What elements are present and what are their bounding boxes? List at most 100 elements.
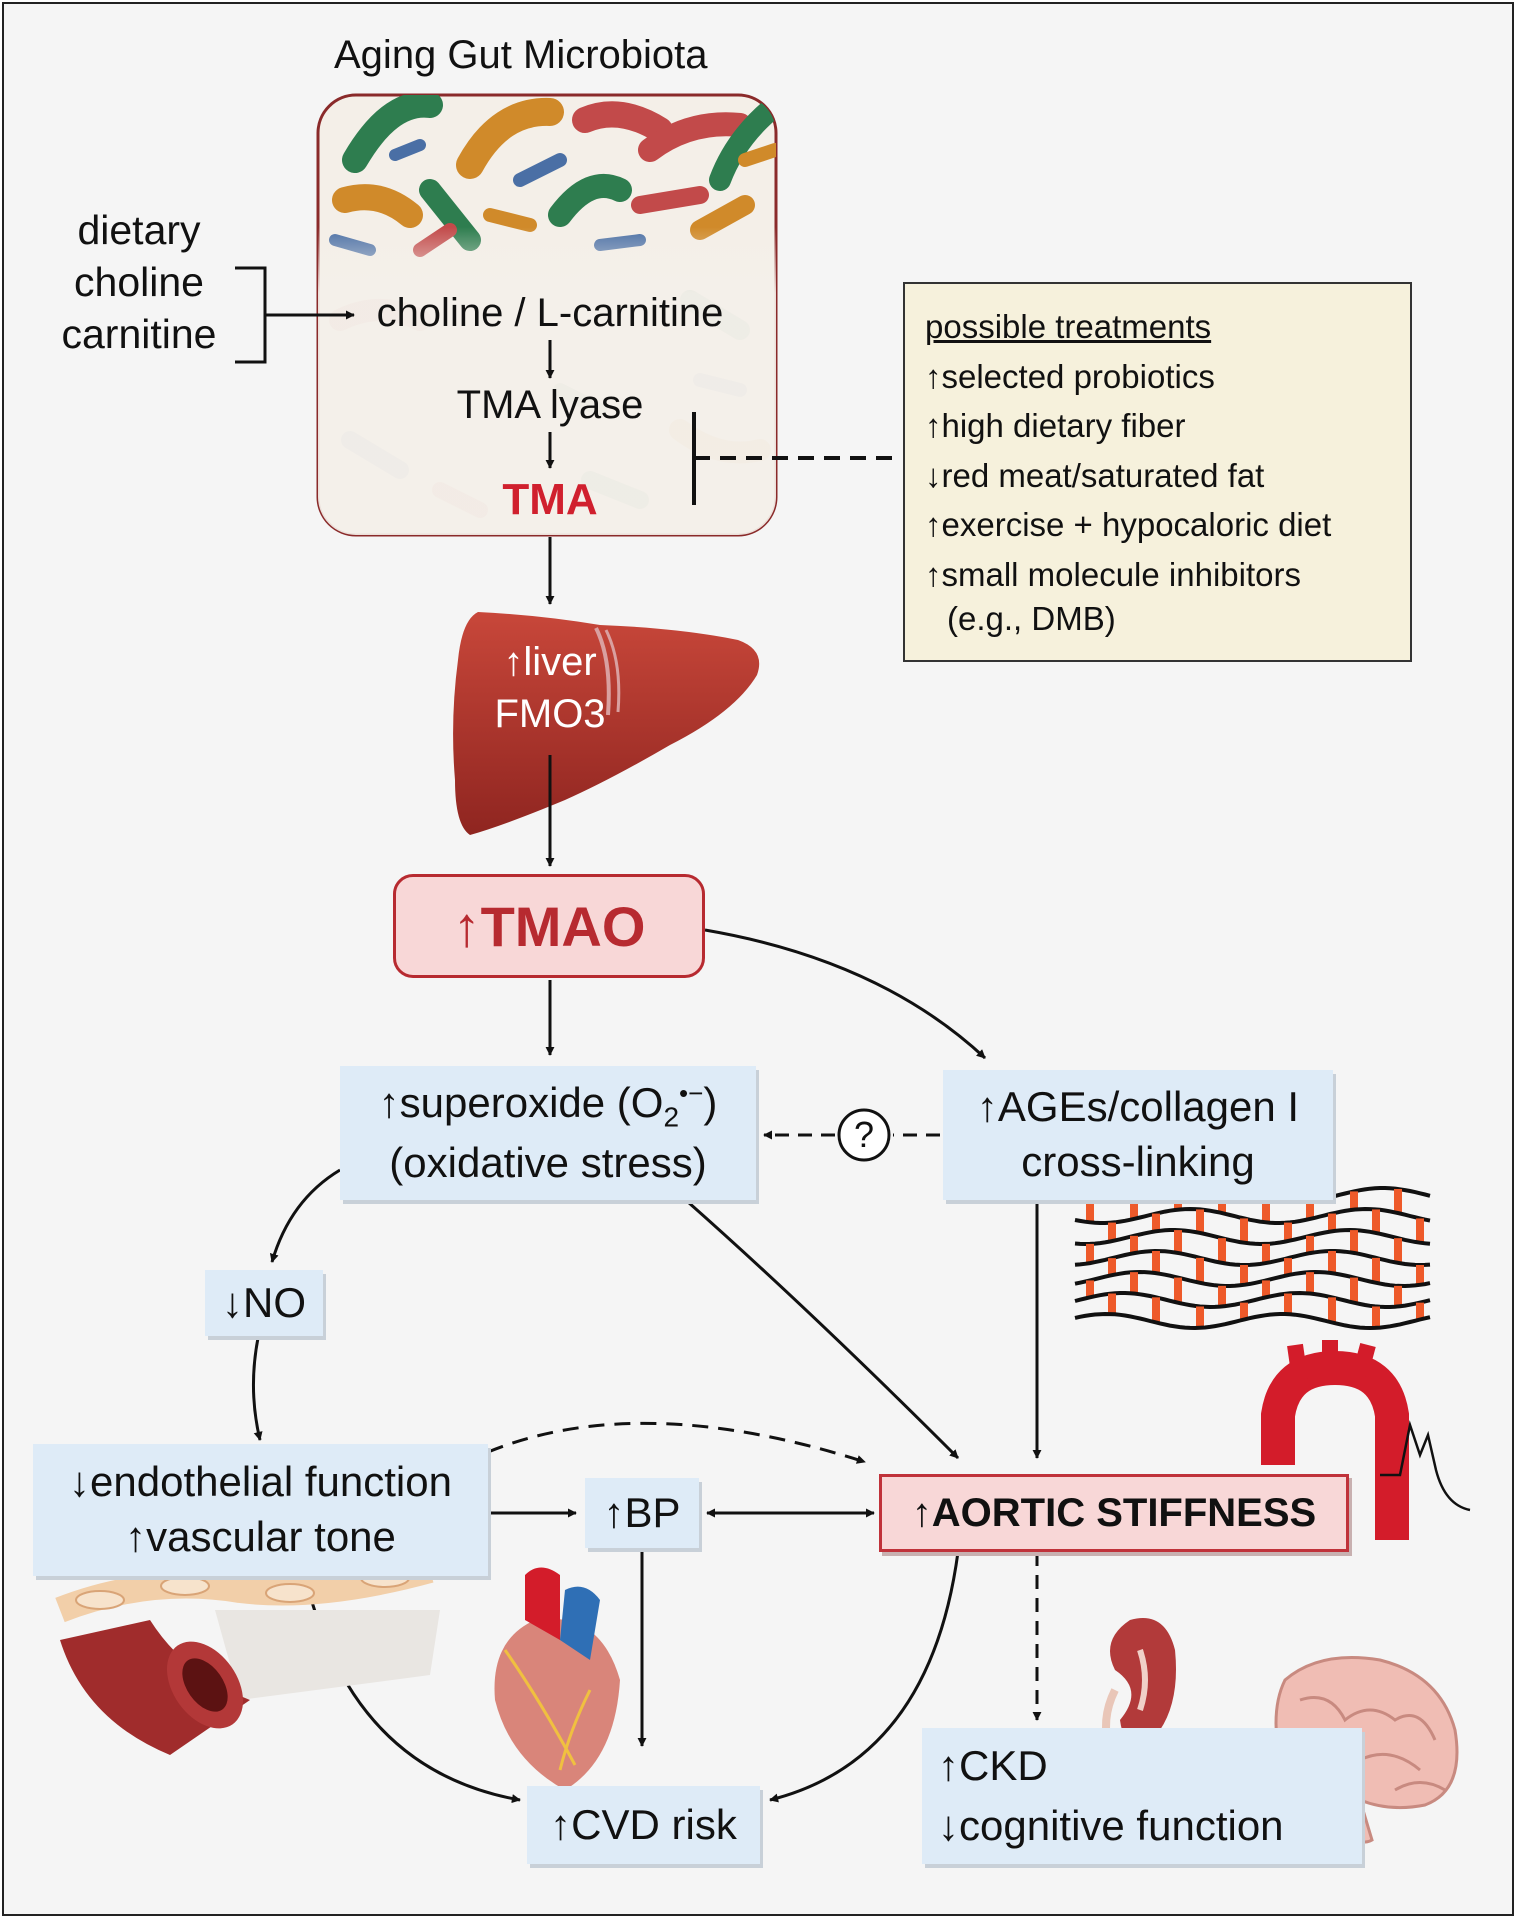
question-circle (837, 1108, 891, 1162)
collagen-crosslink-illustration (1074, 1186, 1431, 1331)
gut-microbiota-box (316, 93, 778, 537)
crosslink-mark (1350, 1277, 1358, 1303)
diet-line-choline: choline (74, 259, 204, 305)
crosslink-mark (1218, 1285, 1226, 1307)
collagen-fiber (1074, 1290, 1431, 1310)
up-arrow-icon: ↑ (976, 1083, 998, 1131)
crosslink-mark (1218, 1238, 1226, 1263)
crosslink-mark (1350, 1191, 1358, 1210)
crosslink-mark (1306, 1235, 1314, 1254)
endothelial-to-cvd-arrow (303, 1574, 521, 1804)
cvd-risk-box: ↑CVD risk (527, 1786, 760, 1864)
up-arrow-icon: ↑ (925, 407, 942, 444)
treatment-probiotics: ↑selected probiotics (925, 357, 1215, 395)
up-arrow-icon: ↑ (550, 1800, 572, 1848)
down-arrow-icon: ↓ (69, 1458, 91, 1506)
down-arrow-icon: ↓ (925, 456, 942, 494)
crosslink-mark (1130, 1235, 1138, 1254)
up-arrow-icon: ↑ (925, 506, 942, 543)
aortic-stiffness-box: ↑AORTIC STIFFNESS (879, 1474, 1349, 1552)
up-arrow-icon: ↑ (925, 555, 942, 593)
crosslink-mark (1196, 1257, 1204, 1283)
up-arrow-icon: ↑ (938, 1742, 959, 1789)
crosslink-mark (1174, 1277, 1182, 1303)
crosslink-mark (1240, 1218, 1248, 1243)
crosslink-mark (1240, 1264, 1248, 1285)
pulse-waveform (1380, 1420, 1471, 1512)
crosslink-mark (1152, 1213, 1160, 1232)
crosslink-mark (1394, 1285, 1402, 1307)
crosslink-mark (1240, 1302, 1248, 1320)
collagen-fiber (1074, 1311, 1431, 1331)
up-arrow-icon: ↑ (603, 1488, 625, 1536)
crosslink-mark (1108, 1222, 1116, 1242)
aortic-to-cvd-arrow (769, 1551, 960, 1803)
crosslink-mark (1196, 1209, 1204, 1233)
treatment-example: (e.g., DMB) (947, 600, 1116, 637)
up-arrow-icon: ↑ (911, 1490, 932, 1535)
crosslink-mark (1416, 1264, 1424, 1285)
crosslink-mark (1328, 1251, 1336, 1274)
liver-illustration (453, 612, 760, 835)
crosslink-mark (1086, 1280, 1094, 1298)
treatment-fiber: ↑high dietary fiber (925, 407, 1186, 444)
heart-illustration (494, 1567, 620, 1790)
treatment-inhibitors: ↑small molecule inhibitors (925, 555, 1301, 593)
crosslink-mark (1284, 1258, 1292, 1276)
crosslink-mark (1262, 1198, 1270, 1223)
diet-bracket (235, 266, 267, 364)
crosslink-mark (1350, 1230, 1358, 1253)
up-arrow-icon: ↑ (125, 1513, 147, 1560)
crosslink-mark (1262, 1280, 1270, 1298)
dietary-inputs-label: dietary choline carnitine (44, 204, 234, 360)
tmao-to-ages-arrow (704, 928, 987, 1060)
crosslink-mark (1394, 1188, 1402, 1214)
crosslink-mark (1306, 1201, 1314, 1219)
crosslink-mark (1218, 1188, 1226, 1214)
crosslink-mark (1108, 1293, 1116, 1315)
diet-line-dietary: dietary (77, 207, 201, 253)
crosslink-mark (1416, 1302, 1424, 1320)
crosslink-mark (1372, 1209, 1380, 1233)
tma-lyase-label: TMA lyase (456, 383, 644, 427)
crosslink-mark (1152, 1251, 1160, 1274)
crosslink-mark (1328, 1297, 1336, 1323)
crosslink-mark (1086, 1243, 1094, 1264)
collagen-fiber (1074, 1206, 1431, 1225)
endothelial-box: ↓endothelial function ↑vascular tone (33, 1444, 488, 1576)
ckd-cognitive-box: ↑CKD ↓cognitive function (922, 1728, 1362, 1864)
up-arrow-icon: ↑ (378, 1078, 400, 1126)
crosslink-mark (1284, 1293, 1292, 1315)
crosslink-mark (1262, 1243, 1270, 1264)
crosslink-mark (1328, 1213, 1336, 1232)
aorta-illustration (1261, 1340, 1409, 1540)
liver-fmo3-label: ↑liver FMO3 (494, 640, 606, 736)
crosslink-mark (1196, 1306, 1204, 1328)
superoxide-to-aortic-arrow (687, 1200, 960, 1460)
up-arrow-icon: ↑ (503, 640, 524, 684)
treatments-header: possible treatments (925, 308, 1212, 345)
crosslink-mark (1306, 1272, 1314, 1294)
bp-box: ↑BP (585, 1478, 699, 1548)
collagen-fiber (1074, 1248, 1431, 1268)
tmao-box: ↑TMAO (393, 874, 705, 978)
no-box: ↓NO (205, 1270, 323, 1336)
tma-label: TMA (502, 475, 598, 524)
crosslink-mark (1372, 1257, 1380, 1283)
endothelial-to-aortic-dashed-arrow (487, 1421, 866, 1464)
collagen-fiber (1074, 1227, 1431, 1247)
diagram-title: Aging Gut Microbiota (334, 33, 708, 77)
crosslink-mark (1372, 1306, 1380, 1328)
diet-line-carnitine: carnitine (61, 311, 217, 357)
up-arrow-icon: ↑ (452, 894, 481, 958)
treatment-red-meat: ↓red meat/saturated fat (925, 456, 1265, 494)
crosslink-mark (1174, 1191, 1182, 1210)
superoxide-to-no-arrow (269, 1168, 341, 1263)
crosslink-mark (1394, 1238, 1402, 1263)
possible-treatments-box: possible treatments ↑selected probiotics… (903, 282, 1412, 662)
crosslink-mark (1108, 1258, 1116, 1276)
crosslink-mark (1416, 1218, 1424, 1243)
kidney-illustration (1102, 1618, 1176, 1752)
blood-vessel-illustration (55, 1557, 440, 1755)
down-arrow-icon: ↓ (222, 1278, 243, 1326)
